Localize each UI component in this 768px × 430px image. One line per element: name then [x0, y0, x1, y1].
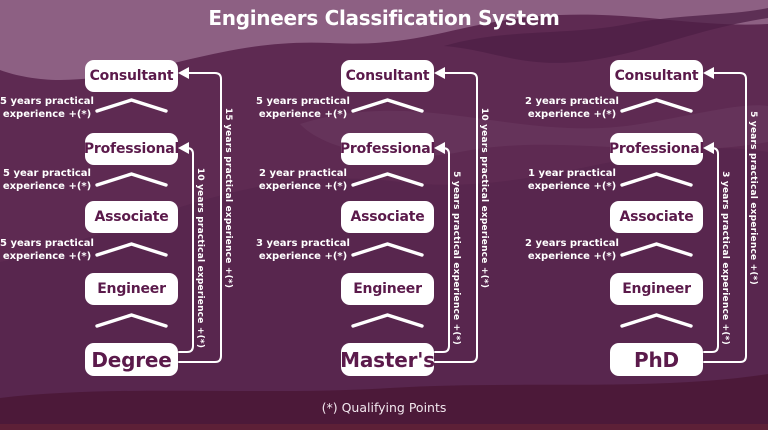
arrowhead-left-icon [434, 67, 445, 79]
promotion-path-label-inner: 10 years practical experience +(*) [195, 167, 205, 349]
experience-step-line1: 5 years practical [0, 238, 94, 249]
experience-step-line1: 2 year practical [259, 168, 347, 179]
chevron-up-icon [620, 242, 693, 257]
experience-step-line2: experience +(*) [527, 250, 617, 262]
level-box-associate: Associate [85, 201, 178, 233]
level-box-consultant: Consultant [610, 60, 703, 92]
experience-step-line1: 2 years practical [525, 96, 619, 107]
level-box-consultant: Consultant [85, 60, 178, 92]
level-box-professional: Professional [84, 133, 179, 165]
experience-step-line2: experience +(*) [258, 250, 348, 262]
experience-step-line1: 5 years practical [0, 96, 94, 107]
promotion-path-outer-line [178, 72, 222, 363]
experience-step-label: 3 years practical experience +(*) [248, 238, 358, 263]
base-qualification-box: Degree [85, 343, 178, 376]
experience-step-label: 5 years practical experience +(*) [0, 238, 102, 263]
promotion-path-arrows [178, 67, 222, 363]
promotion-path-arrows [703, 67, 747, 363]
experience-step-line2: experience +(*) [527, 108, 617, 120]
experience-step-line1: 2 years practical [525, 238, 619, 249]
promotion-path-label-inner: 3 years practical experience +(*) [720, 171, 730, 345]
experience-step-label: 5 years practical experience +(*) [248, 96, 358, 121]
experience-step-line2: experience +(*) [2, 108, 92, 120]
arrowhead-left-icon [178, 142, 189, 154]
promotion-path-outer-line [434, 72, 478, 363]
chevron-up-icon [95, 242, 168, 257]
experience-step-line1: 1 year practical [528, 168, 616, 179]
base-qualification-box: PhD [610, 343, 703, 376]
experience-step-line1: 5 year practical [3, 168, 91, 179]
chevron-up-icon [95, 172, 168, 187]
chevron-up-icon [620, 313, 693, 328]
chevron-up-icon [95, 98, 168, 113]
level-box-engineer: Engineer [341, 273, 434, 305]
level-box-associate: Associate [610, 201, 703, 233]
experience-step-line2: experience +(*) [2, 250, 92, 262]
experience-step-line1: 5 years practical [256, 96, 350, 107]
chevron-up-icon [351, 313, 424, 328]
background-bottom-strip [0, 424, 768, 430]
level-box-engineer: Engineer [85, 273, 178, 305]
chevron-up-icon [351, 98, 424, 113]
experience-step-line2: experience +(*) [2, 180, 92, 192]
level-box-engineer: Engineer [610, 273, 703, 305]
experience-step-line2: experience +(*) [258, 180, 348, 192]
level-box-consultant: Consultant [341, 60, 434, 92]
classification-ladder-masters: 5 years practical experience +(*) 2 year… [256, 0, 501, 430]
experience-step-line2: experience +(*) [258, 108, 348, 120]
promotion-path-label-outer: 15 years practical experience +(*) [223, 107, 233, 289]
qualifying-points-footnote: (*) Qualifying Points [321, 400, 447, 415]
chevron-up-icon [620, 98, 693, 113]
background-wave-light [0, 0, 768, 80]
arrowhead-left-icon [434, 142, 445, 154]
experience-step-line2: experience +(*) [527, 180, 617, 192]
level-box-associate: Associate [341, 201, 434, 233]
experience-step-label: 5 years practical experience +(*) [0, 96, 102, 121]
experience-step-label: 5 year practical experience +(*) [0, 168, 102, 193]
classification-ladder-degree: 5 years practical experience +(*) 5 year… [0, 0, 245, 430]
arrowhead-left-icon [178, 67, 189, 79]
promotion-path-outer-line [703, 72, 747, 363]
chevron-up-icon [351, 242, 424, 257]
level-box-professional: Professional [609, 133, 704, 165]
level-box-professional: Professional [340, 133, 435, 165]
base-qualification-box: Master's [340, 343, 435, 376]
chevron-up-icon [620, 172, 693, 187]
chevron-up-icon [95, 313, 168, 328]
promotion-path-label-outer: 10 years practical experience +(*) [479, 107, 489, 289]
arrowhead-left-icon [703, 67, 714, 79]
experience-step-line1: 3 years practical [256, 238, 350, 249]
page-title: Engineers Classification System [208, 6, 560, 30]
promotion-path-label-outer: 5 years practical experience +(*) [748, 111, 758, 285]
experience-step-label: 2 years practical experience +(*) [517, 238, 627, 263]
promotion-path-inner-line [703, 147, 719, 353]
background-bottom-band [0, 374, 768, 430]
promotion-path-label-inner: 5 years practical experience +(*) [451, 171, 461, 345]
chevron-up-icon [351, 172, 424, 187]
experience-step-label: 2 year practical experience +(*) [248, 168, 358, 193]
promotion-path-arrows [434, 67, 478, 363]
experience-step-label: 1 year practical experience +(*) [517, 168, 627, 193]
classification-ladder-phd: 2 years practical experience +(*) 1 year… [525, 0, 768, 430]
promotion-path-inner-line [434, 147, 450, 353]
experience-step-label: 2 years practical experience +(*) [517, 96, 627, 121]
background-wave-dark [444, 8, 768, 63]
arrowhead-left-icon [703, 142, 714, 154]
promotion-path-inner-line [178, 147, 194, 353]
